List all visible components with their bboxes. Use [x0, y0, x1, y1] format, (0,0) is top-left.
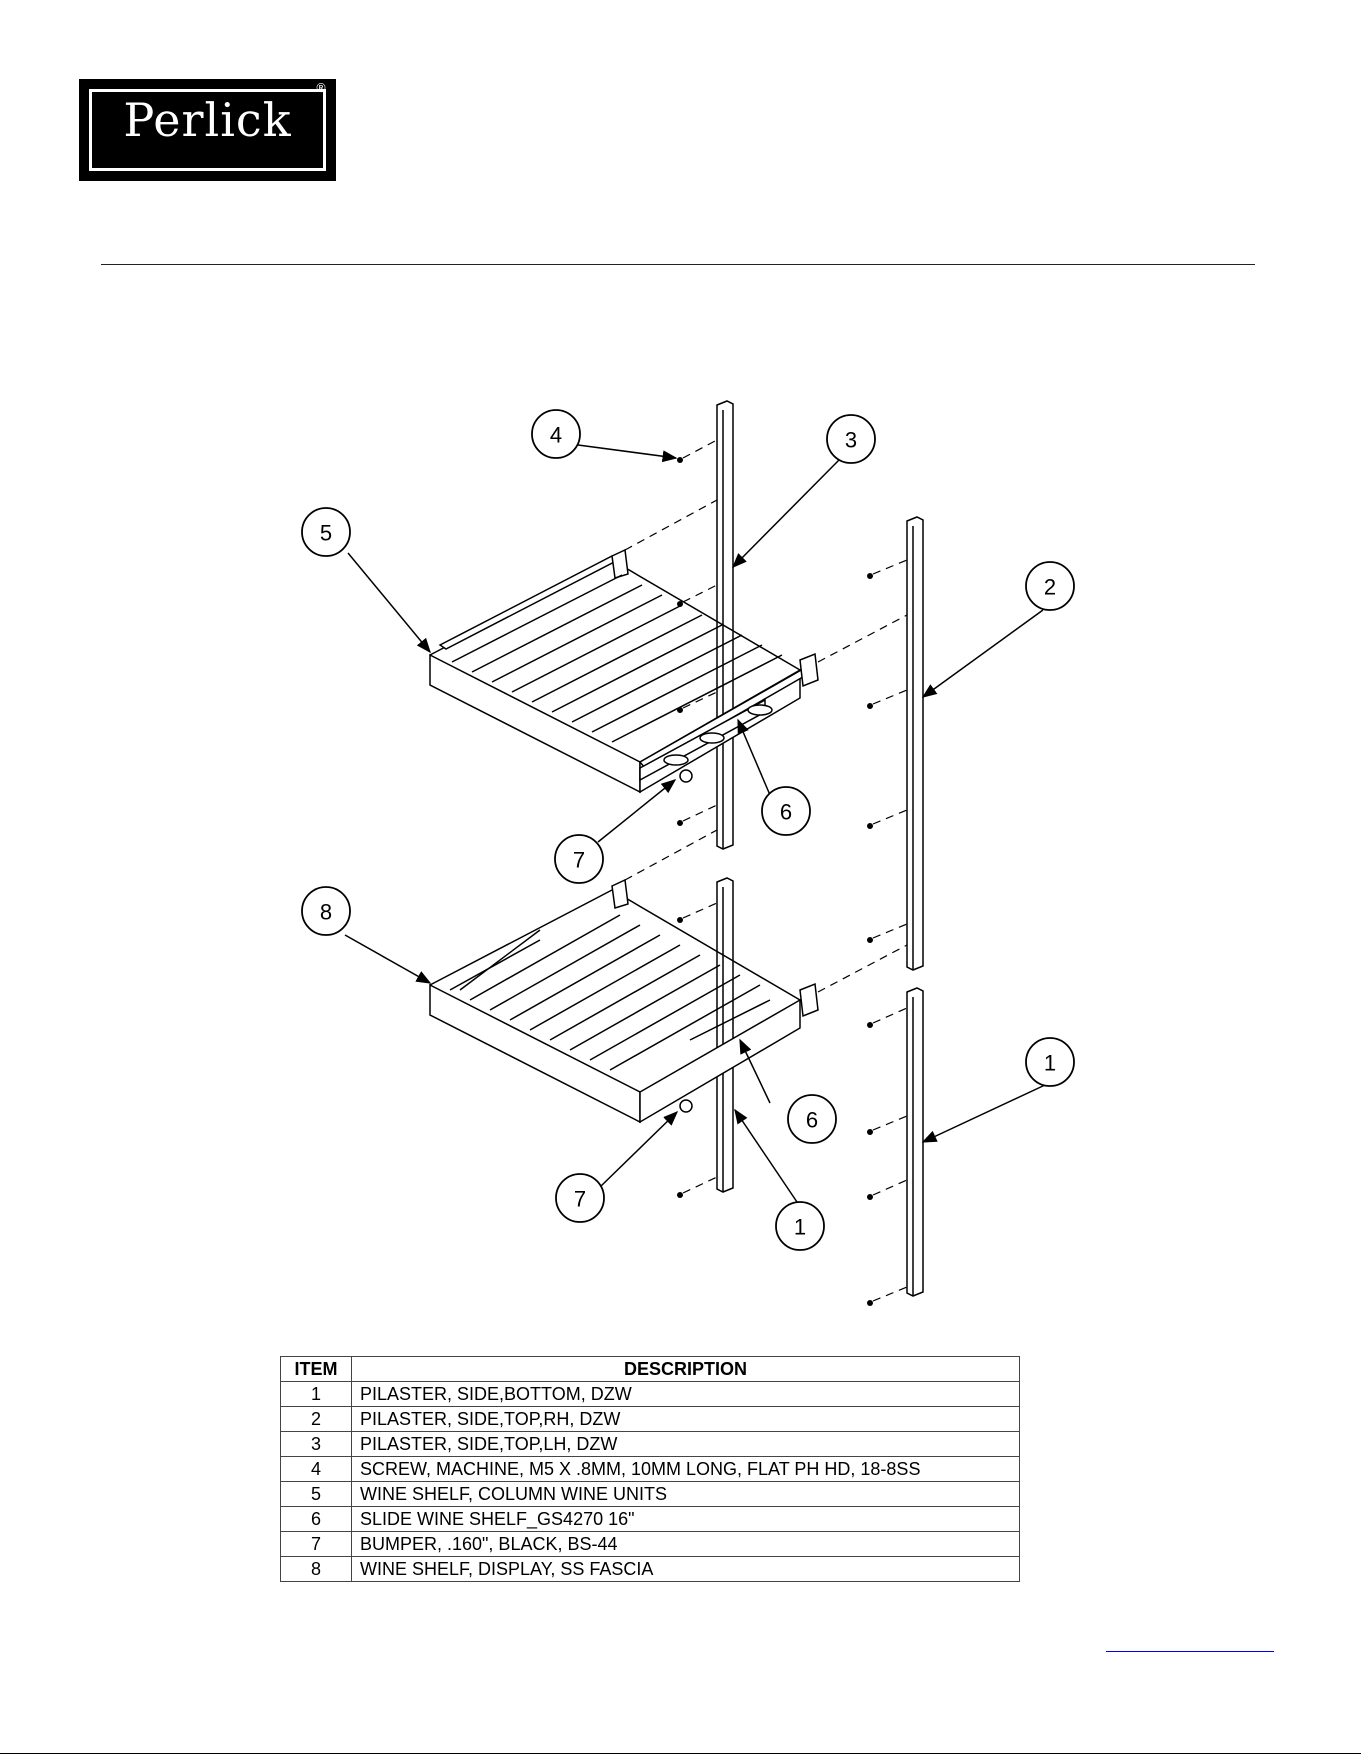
assembly-dashed-lines: [624, 439, 908, 1302]
callout-6-upper: 6: [761, 786, 811, 836]
header-divider: [101, 264, 1255, 265]
table-row: 1 PILASTER, SIDE,BOTTOM, DZW: [280, 1381, 1020, 1407]
table-row: 6 SLIDE WINE SHELF_GS4270 16": [280, 1506, 1020, 1532]
wine-shelf-column: [429, 548, 819, 794]
footer-link-underline[interactable]: [1106, 1651, 1274, 1652]
callout-4: 4: [531, 409, 581, 459]
callout-5: 5: [301, 507, 351, 557]
screw-icons: [677, 457, 873, 1306]
svg-text:5: 5: [320, 521, 332, 546]
item-description: WINE SHELF, COLUMN WINE UNITS: [351, 1481, 1020, 1507]
callout-1-left: 1: [775, 1201, 825, 1251]
table-row: 5 WINE SHELF, COLUMN WINE UNITS: [280, 1481, 1020, 1507]
item-number: 7: [280, 1531, 352, 1557]
item-description: PILASTER, SIDE,BOTTOM, DZW: [351, 1381, 1020, 1407]
registered-mark: ®: [315, 81, 327, 95]
item-number: 3: [280, 1431, 352, 1457]
column-header-description: DESCRIPTION: [351, 1356, 1020, 1382]
item-description: SCREW, MACHINE, M5 X .8MM, 10MM LONG, FL…: [351, 1456, 1020, 1482]
pilaster-top-lh: [716, 400, 734, 850]
svg-text:7: 7: [574, 1187, 586, 1212]
column-header-item: ITEM: [280, 1356, 352, 1382]
svg-text:8: 8: [320, 900, 332, 925]
item-description: PILASTER, SIDE,TOP,RH, DZW: [351, 1406, 1020, 1432]
svg-text:2: 2: [1044, 575, 1056, 600]
table-header-row: ITEM DESCRIPTION: [280, 1356, 1020, 1382]
svg-text:1: 1: [794, 1215, 806, 1240]
table-row: 2 PILASTER, SIDE,TOP,RH, DZW: [280, 1406, 1020, 1432]
table-row: 4 SCREW, MACHINE, M5 X .8MM, 10MM LONG, …: [280, 1456, 1020, 1482]
callout-8: 8: [301, 886, 351, 936]
svg-text:3: 3: [845, 428, 857, 453]
item-number: 5: [280, 1481, 352, 1507]
logo-frame: [89, 89, 326, 171]
item-description: SLIDE WINE SHELF_GS4270 16": [351, 1506, 1020, 1532]
parts-list-table: ITEM DESCRIPTION 1 PILASTER, SIDE,BOTTOM…: [280, 1356, 1020, 1582]
page-bottom-rule: [0, 1753, 1361, 1754]
svg-text:4: 4: [550, 423, 562, 448]
callout-7-upper: 7: [554, 834, 604, 884]
perlick-logo: Perlick ®: [79, 79, 336, 181]
item-number: 1: [280, 1381, 352, 1407]
callout-leaders: [344, 444, 1046, 1203]
table-row: 3 PILASTER, SIDE,TOP,LH, DZW: [280, 1431, 1020, 1457]
wine-shelf-display: [429, 878, 819, 1124]
item-description: BUMPER, .160", BLACK, BS-44: [351, 1531, 1020, 1557]
item-number: 8: [280, 1556, 352, 1582]
callout-1-right: 1: [1025, 1037, 1075, 1087]
callout-6-lower: 6: [787, 1094, 837, 1144]
pilaster-top-rh: [906, 516, 924, 971]
pilaster-bottom-left: [716, 877, 734, 1193]
svg-text:6: 6: [780, 800, 792, 825]
item-description: PILASTER, SIDE,TOP,LH, DZW: [351, 1431, 1020, 1457]
pilaster-bottom-right: [906, 987, 924, 1297]
item-number: 2: [280, 1406, 352, 1432]
item-number: 4: [280, 1456, 352, 1482]
table-row: 8 WINE SHELF, DISPLAY, SS FASCIA: [280, 1556, 1020, 1582]
exploded-view-diagram: 4 3 5 2 6 7 8 1 6 7 1: [301, 400, 1075, 1306]
logo-wordmark: Perlick: [123, 93, 292, 147]
item-description: WINE SHELF, DISPLAY, SS FASCIA: [351, 1556, 1020, 1582]
svg-text:7: 7: [573, 848, 585, 873]
callout-7-lower: 7: [555, 1173, 605, 1223]
callout-3: 3: [826, 414, 876, 464]
item-number: 6: [280, 1506, 352, 1532]
svg-text:6: 6: [806, 1108, 818, 1133]
callout-2: 2: [1025, 561, 1075, 611]
svg-text:1: 1: [1044, 1051, 1056, 1076]
table-row: 7 BUMPER, .160", BLACK, BS-44: [280, 1531, 1020, 1557]
